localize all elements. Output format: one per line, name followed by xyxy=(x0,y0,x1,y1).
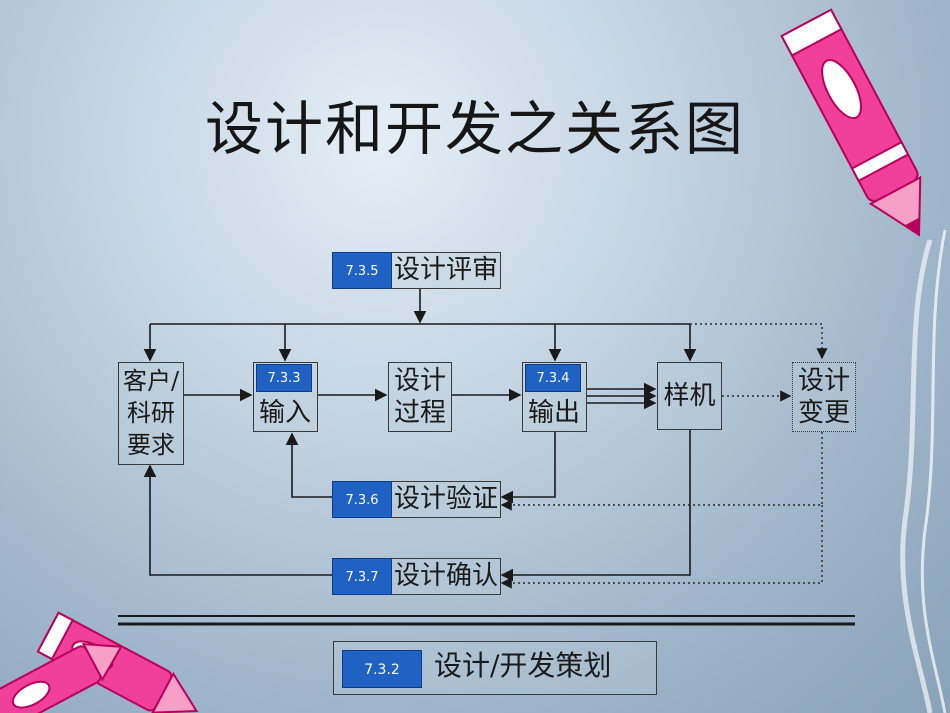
customer-requirements-box: 客户/ 科研 要求 xyxy=(118,362,184,465)
design-verification-code-tag: 7.3.6 xyxy=(332,481,392,518)
design-process-box: 设计 过程 xyxy=(388,362,452,432)
input-code-tag: 7.3.3 xyxy=(256,364,312,392)
design-validation-code-tag: 7.3.7 xyxy=(332,558,392,595)
design-review-label: 设计评审 xyxy=(394,255,499,285)
output-label: 输出 xyxy=(528,398,581,428)
design-validation-label: 设计确认 xyxy=(394,561,499,591)
design-verification-label: 设计验证 xyxy=(394,484,499,514)
design-planning-code-tag: 7.3.2 xyxy=(342,650,422,688)
output-code-tag: 7.3.4 xyxy=(525,364,581,392)
prototype-box: 样机 xyxy=(657,362,722,430)
design-planning-label: 设计/开发策划 xyxy=(434,649,612,682)
design-change-box: 设计 变更 xyxy=(792,362,856,432)
input-label: 输入 xyxy=(259,398,312,428)
design-review-code-tag: 7.3.5 xyxy=(332,252,392,289)
page-title: 设计和开发之关系图 xyxy=(204,95,745,163)
